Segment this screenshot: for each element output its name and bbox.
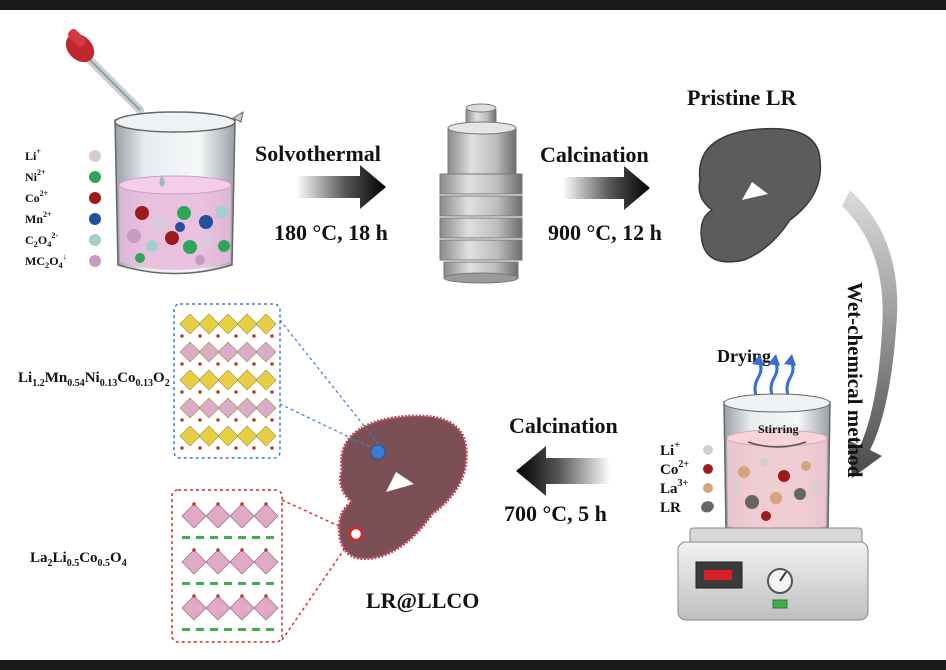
legend-ion-dot: [89, 255, 101, 267]
stirring-label: Stirring: [758, 422, 799, 436]
wet-chemical-arrow: [842, 190, 898, 478]
precursor-ion-legend: Li+ Ni2+ Co2+ Mn2+ C2O42- MC2O4↓: [25, 147, 101, 270]
calcination-arrow-1: [562, 166, 650, 210]
b2-legend-dot: [703, 464, 713, 474]
calcination-condition-2: 700 °C, 5 h: [504, 501, 607, 526]
legend-ion-1: Ni2+: [25, 168, 46, 184]
pristine-lr-particle: [698, 127, 822, 263]
coated-lr-label: LR@LLCO: [366, 588, 479, 613]
legend-ion-2: Co2+: [25, 189, 49, 205]
b2-legend-ion-3: LR: [660, 500, 681, 516]
b2-legend-ion-0: Li+: [660, 440, 680, 459]
synthesis-diagram: Li+ Ni2+ Co2+ Mn2+ C2O42- MC2O4↓ Solvothermal…: [18, 29, 898, 643]
b2-legend-dot: [703, 483, 713, 493]
coating-structure-inset: [171, 489, 283, 643]
b2-legend-ion-1: Co2+: [660, 459, 689, 478]
pristine-lr-label: Pristine LR: [687, 85, 797, 110]
wet-chemical-setup: Drying Stirring: [677, 346, 869, 621]
bulk-zoom-marker-icon: [370, 444, 386, 460]
legend-ion-dot: [89, 192, 101, 204]
dropper-icon: [65, 29, 144, 114]
calcination-label-1: Calcination: [540, 142, 649, 167]
diagram-canvas: Li+ Ni2+ Co2+ Mn2+ C2O42- MC2O4↓ Solvothermal…: [0, 10, 946, 660]
b2-legend-lr-icon: [701, 501, 714, 513]
bulk-structure-inset: [173, 303, 281, 459]
autoclave-icon: [439, 103, 523, 284]
b2-legend-ion-2: La3+: [660, 478, 689, 497]
precursor-beaker: [65, 29, 244, 275]
legend-ion-4: C2O42-: [25, 231, 58, 249]
wet-chemical-ion-legend: Li+Co2+La3+ LR: [660, 440, 714, 516]
coated-lr-particle: [337, 414, 468, 561]
calcination-arrow-2: [516, 446, 610, 496]
bulk-formula: Li1.2Mn0.54Ni0.13Co0.13O2: [18, 370, 170, 389]
calcination-label-2: Calcination: [509, 413, 618, 438]
calcination-condition-1: 900 °C, 12 h: [548, 220, 662, 245]
surface-zoom-marker-icon: [348, 526, 364, 542]
legend-ion-dot: [89, 213, 101, 225]
wet-chemical-label: Wet-chemical method: [843, 282, 867, 478]
solvothermal-arrow: [296, 165, 386, 209]
evaporation-arrows-icon: [752, 354, 796, 401]
b2-legend-dot: [703, 445, 713, 455]
legend-ion-dot: [89, 150, 101, 162]
coating-formula: La2Li0.5Co0.5O4: [30, 550, 127, 569]
beaker1-particles: [127, 206, 230, 265]
legend-ion-dot: [89, 234, 101, 246]
legend-ion-0: Li+: [25, 147, 41, 163]
legend-ion-5: MC2O4↓: [25, 252, 67, 270]
legend-ion-dot: [89, 171, 101, 183]
solvothermal-condition: 180 °C, 18 h: [274, 220, 388, 245]
legend-ion-3: Mn2+: [25, 210, 52, 226]
solvothermal-label: Solvothermal: [255, 141, 381, 166]
